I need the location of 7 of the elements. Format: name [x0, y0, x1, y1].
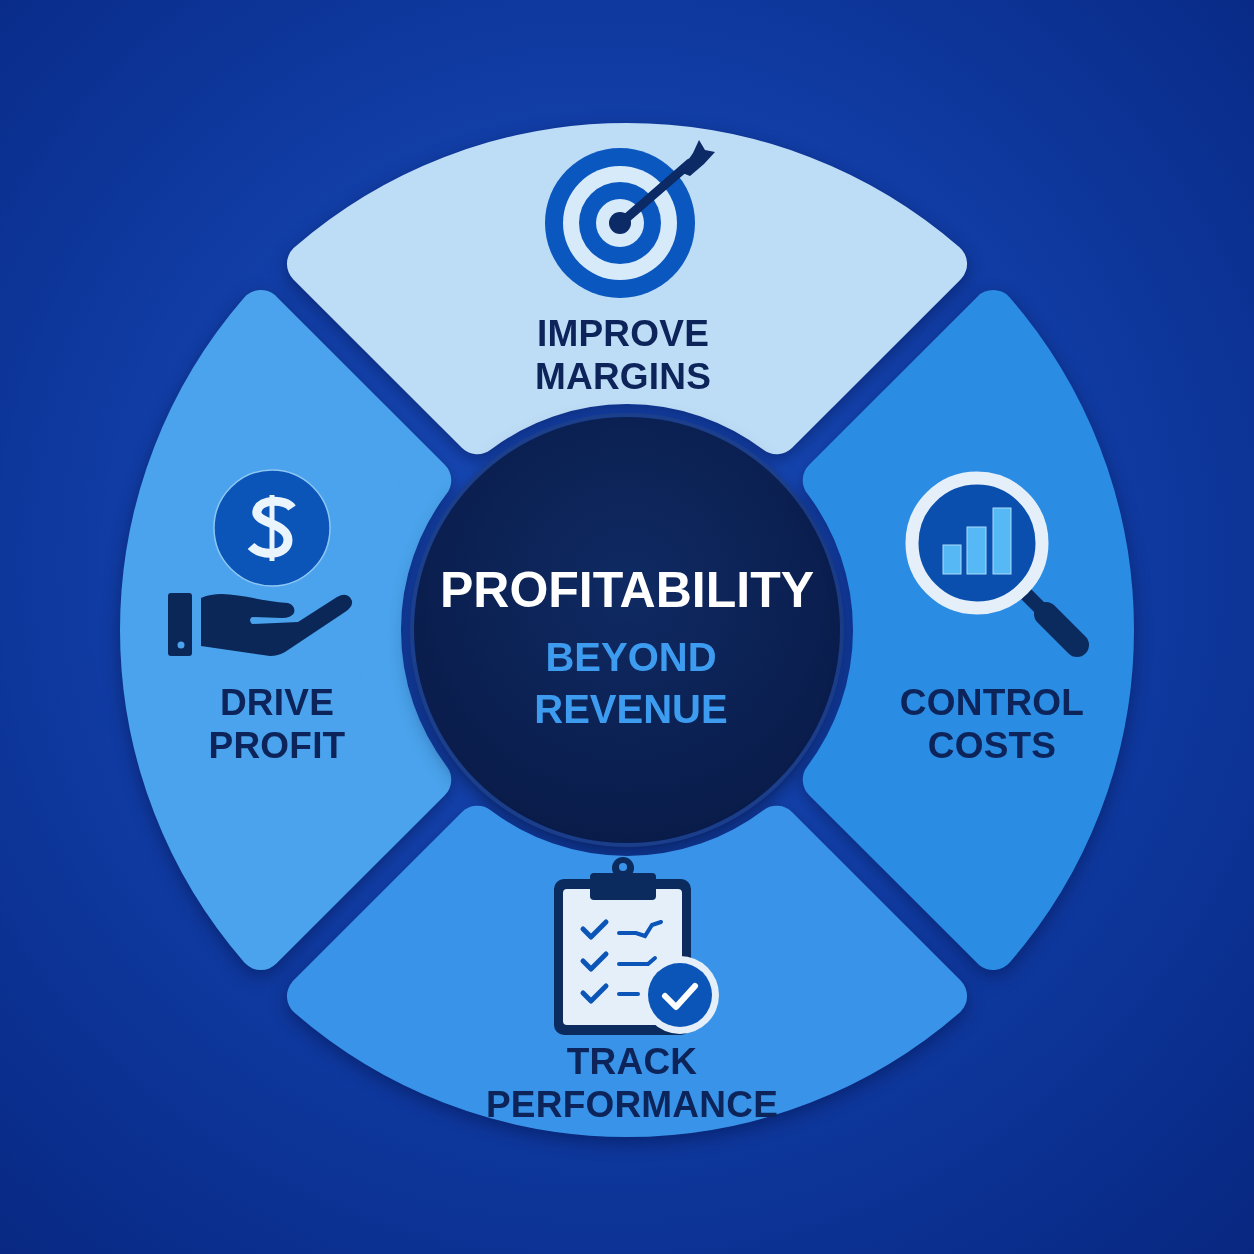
segment-label: DRIVE PROFIT	[207, 681, 347, 767]
center-subheading: BEYOND REVENUE	[533, 634, 729, 733]
segment-label: CONTROL COSTS	[898, 681, 1086, 767]
ring-segment	[286, 805, 968, 1137]
center-heading: PROFITABILITY	[438, 561, 816, 619]
segment-label: TRACK PERFORMANCE	[484, 1040, 779, 1126]
segment-label: IMPROVE MARGINS	[533, 312, 713, 398]
